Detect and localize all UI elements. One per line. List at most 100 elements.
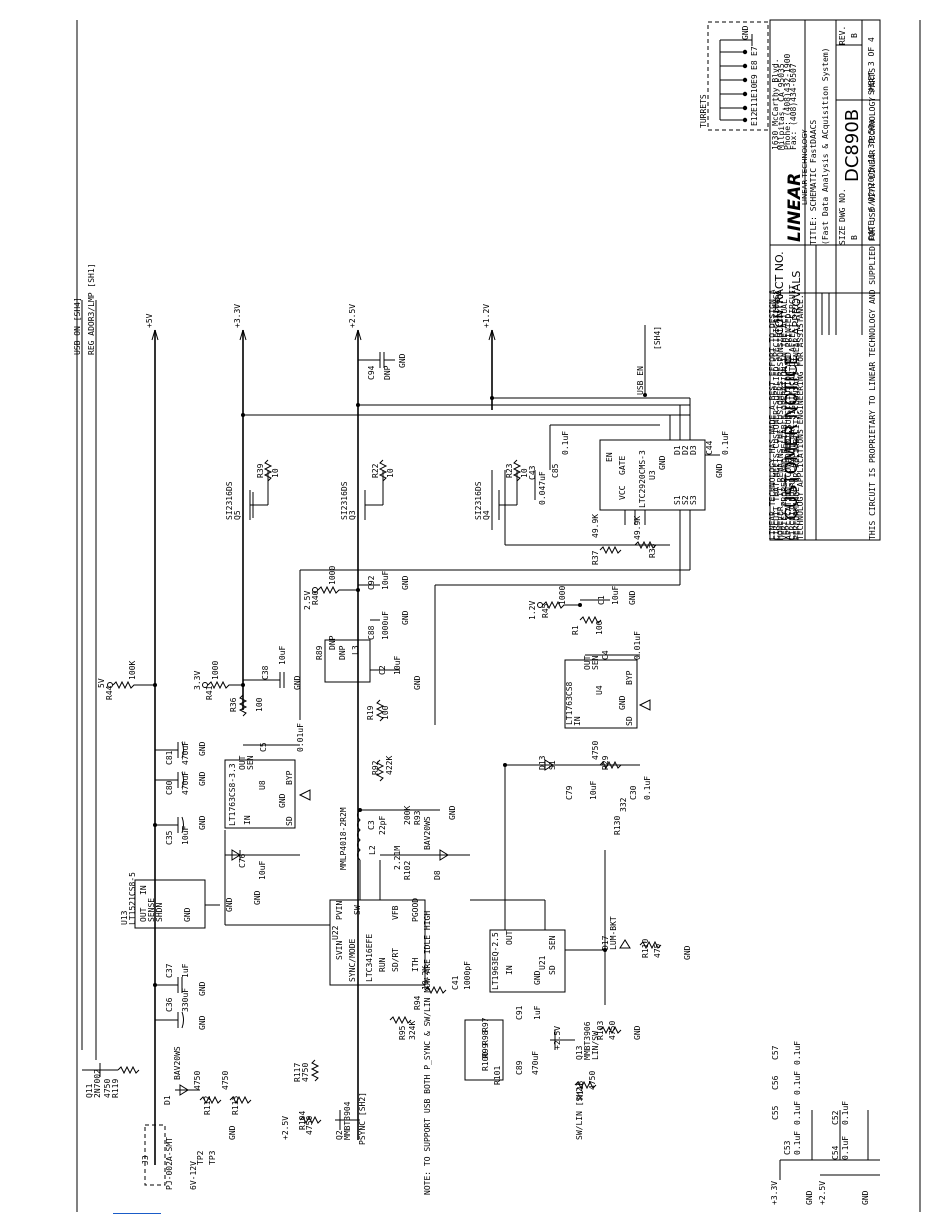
net-2v5-bottom: +2.5V [818,1181,827,1205]
tp2-label: TP2 [196,1150,205,1165]
u21-pin: SD [548,965,557,975]
r119-value: 4750 [103,1079,112,1098]
c85-value: 0.1uF [561,431,570,455]
u3-pin: VCC [618,485,627,500]
q3-switch: Q3 SI2316DS R22 10 [340,459,395,530]
l2-part: MMLP4018-2R2M [339,807,348,870]
net-usb-on: USB_ON [SH4] [73,297,82,355]
notice-line: CIRCUIT BOARD LAYOUT MAY SIGNIFICANTLY A… [788,285,797,540]
cap-value: 0.1uF [793,1131,802,1155]
c5-ref: C5 [259,742,268,752]
c57-ref: C57 [771,1045,780,1060]
u21-pin: IN [505,965,514,975]
r45-value: 1000 [558,586,567,605]
q13-transistor: Q13 MMBT3906 LIN/SW +2.5V [550,1021,600,1060]
c81-ref: C81 [165,750,174,765]
j3-input: 6V-12V [189,1161,198,1190]
d8-diode: R102 2.21M D8 BAV20WS [380,816,470,880]
rail-1v2: +1.2V [482,304,491,328]
c94-ref: C94 [367,365,376,380]
r93-value: 200K [403,806,412,825]
u4-pin: SD [625,716,634,726]
r19-resistor: R19 100 [366,699,390,722]
r23-ref: R23 [505,463,514,478]
resistor-ref: R99 [481,1043,490,1058]
gnd-label: GND [198,1015,207,1030]
gnd-label: GND [628,590,637,605]
c2-ref: C2 [378,665,387,675]
c55-ref: C55 [771,1105,780,1120]
r95-value: 324K [408,1021,417,1040]
c80-ref: C80 [165,780,174,795]
gnd-label: GND [413,675,422,690]
u22-pin: PGOOD [411,898,420,922]
u4-pin: GND [618,695,627,710]
r94-ref: R94 [413,995,422,1010]
c80-cap: C80 470uF GND [155,771,207,795]
r113-ref: R113 [231,1096,240,1115]
q3-ref: Q3 [348,510,357,520]
c79-value: 10uF [589,781,598,800]
u22-pin: VFB [391,905,400,920]
u21-chip: LT1963EQ-2.5 U21 IN OUT SEN SD GND [470,765,605,993]
proprietary-note: THIS CIRCUIT IS PROPRIETARY TO LINEAR TE… [868,68,877,540]
r118-value: 4750 [588,1071,597,1090]
power-rails: +5V +3.3V +2.5V +1.2V USB_ON [SH4] REG_A… [73,263,662,1165]
u13-pin: SHDN [155,903,164,922]
c1-ref: C1 [597,595,606,605]
r112-value: 4750 [193,1071,202,1090]
gnd-label: GND [633,1025,642,1040]
c36-ref: C36 [165,997,174,1012]
d17-led: D17 LUM-BKT R110 475 GND [601,850,692,1005]
c35-value: 10uF [181,826,190,845]
turret-label: E8 [750,60,759,70]
q4-part: SI2316DS [474,481,483,520]
u3-pin: D3 [689,445,698,455]
d13-part: S1 [548,760,557,770]
r45-resistor: R45 1000 1.2V [528,586,580,620]
r92-value: 422K [385,756,394,775]
gnd-label: GND [448,805,457,820]
gnd-label: GND [198,815,207,830]
company-name: LINEAR TECHNOLOGY [801,129,809,205]
u3-pin: D1 [673,445,682,455]
r29-ref: R29 [601,755,610,770]
gnd-label: GND [228,1125,237,1140]
c38-value: 10uF [278,646,287,665]
c41-ref: C41 [451,975,460,990]
u13-pin: OUT [139,907,148,922]
r104-value: 4750 [305,1116,314,1135]
q2-transistor: Q2 MMBT3904 R104 4750 +2.5V PSYNC [SH2] [281,1092,367,1145]
r44-resistor: R44 100K 5V [97,661,155,700]
company-address-2: Milpitas, CA 95035 [777,63,786,150]
u8-pin: IN [243,815,252,825]
l2-inductor: MMLP4018-2R2M L2 [339,807,377,870]
c88-value: 1000uF [381,611,390,640]
company-phone: Phone: (408)432-1900 [783,53,792,150]
u8-part: LT1763CS8-3.3 [228,763,237,826]
r44-value: 100K [128,661,137,680]
r19-ref: R19 [366,705,375,720]
cap-value: 0.1uF [793,1101,802,1125]
gnd-label: GND [198,981,207,996]
d1-part: BAV20WS [173,1046,182,1080]
notice-line: HOWEVER, IT REMAINS THE CUSTOMERS RESPON… [776,294,785,540]
cap-value: 0.1uF [793,1041,802,1065]
net-1v2: 1.2V [528,601,537,620]
u22-pin: SW [353,905,362,915]
r117-resistor: R117 4750 [293,1059,320,1082]
c85-ref: C85 [551,463,560,478]
r1-ref: R1 [571,625,580,635]
r103-resistor: R103 4750 GND [596,1021,642,1040]
u21-pin: GND [533,970,542,985]
r130-ref: R130 [613,816,622,835]
d1-diode: D1 BAV20WS [163,1046,200,1105]
c43-value: 0.047uF [538,471,547,505]
approvals-label: APPROVALS [790,271,803,335]
c37-cap: C37 1uF GND [155,963,207,996]
u22-pin: RUN [378,957,387,972]
u21-ref: U21 [538,955,547,970]
r118-ref: R118 [576,1081,585,1100]
r44-ref: R44 [105,685,114,700]
